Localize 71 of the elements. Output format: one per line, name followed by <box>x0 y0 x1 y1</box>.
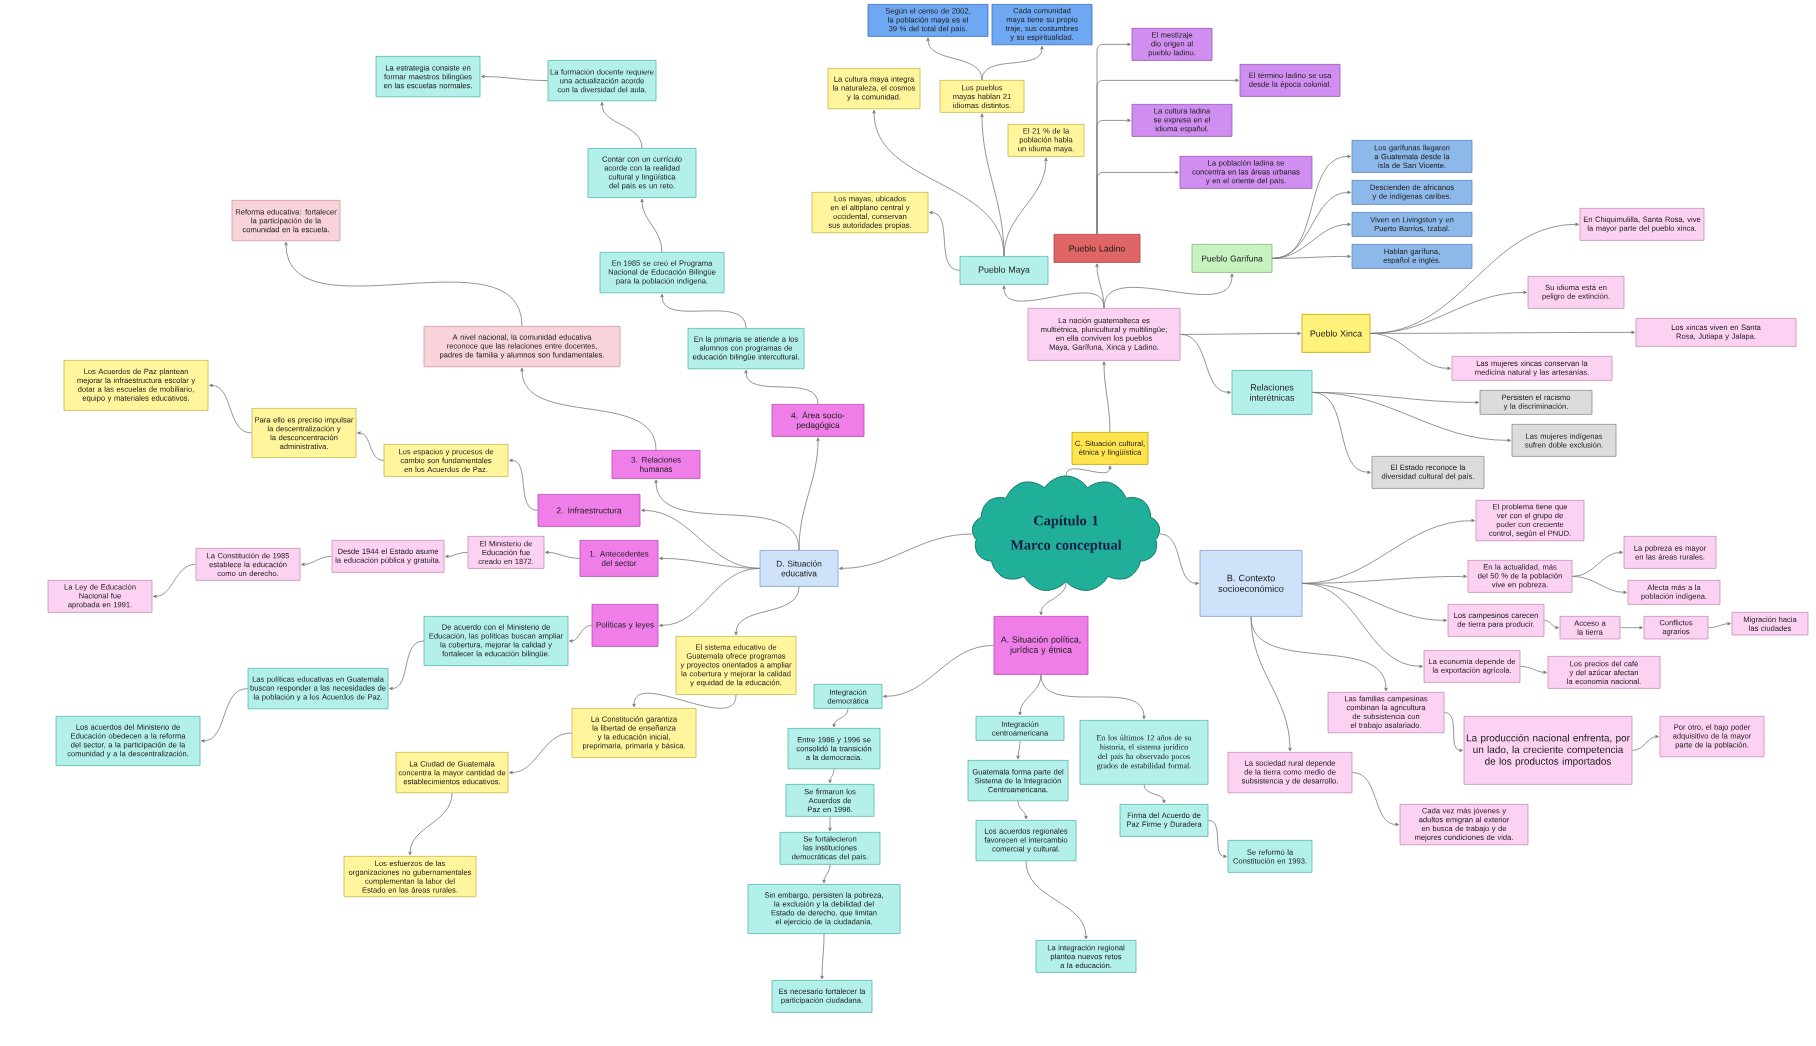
connector-arrow <box>509 732 572 775</box>
connector-arrow <box>1039 581 1067 616</box>
connector-arrow <box>1302 583 1423 669</box>
connector-arrow <box>822 864 831 884</box>
connector-arrow <box>284 241 523 327</box>
connector-arrow <box>1544 620 1559 630</box>
connector-arrow <box>980 113 1005 257</box>
connector-arrow <box>569 625 592 643</box>
connector-arrow <box>1208 819 1227 859</box>
connector-arrow <box>1272 190 1351 259</box>
connector-arrow <box>1272 222 1351 259</box>
connector-arrow <box>1370 290 1527 334</box>
connector-arrow <box>839 533 973 571</box>
connector-arrow <box>1620 626 1643 630</box>
connector-arrow <box>600 101 643 149</box>
connector-arrow <box>509 458 538 511</box>
connector-arrow <box>301 556 332 567</box>
connector-arrow <box>1180 331 1301 336</box>
connector-arrow <box>654 479 800 551</box>
connector-arrow <box>1302 518 1475 584</box>
connector-arrow <box>1017 800 1028 820</box>
connector-arrow <box>1572 576 1627 595</box>
connector-arrow <box>357 431 384 461</box>
connector-arrow <box>1095 263 1105 309</box>
connector-arrow <box>820 933 825 980</box>
connector-arrow <box>926 37 983 81</box>
connector-arrow <box>1002 285 1105 309</box>
connector-arrow <box>640 198 663 253</box>
connector-arrow <box>389 640 424 691</box>
connector-arrow <box>659 568 760 628</box>
connector-arrow <box>660 293 747 329</box>
connector-arrow <box>883 645 994 699</box>
connector-arrow <box>744 369 819 405</box>
connector-arrow <box>153 564 196 599</box>
connector-arrow <box>1272 254 1351 259</box>
connector-arrow <box>1159 533 1199 586</box>
connector-arrow <box>1065 465 1112 476</box>
connector-arrow <box>832 708 849 728</box>
connector-arrow <box>828 768 835 784</box>
connector-arrow <box>798 437 820 551</box>
connector-arrow <box>1180 334 1231 395</box>
connector-arrow <box>734 586 800 636</box>
connector-arrow <box>1444 712 1463 753</box>
connector-arrow <box>209 383 252 434</box>
connector-arrow <box>1632 734 1659 751</box>
connector-arrow <box>1352 772 1399 827</box>
connector-arrow <box>1143 784 1166 804</box>
connector-arrow <box>1018 674 1042 716</box>
connector-arrow <box>1520 666 1547 675</box>
connector-arrow <box>641 508 760 569</box>
connector-arrow <box>1025 860 1088 940</box>
connector-arrow <box>1370 333 1451 371</box>
connector-arrow <box>1708 622 1731 629</box>
connector-arrow <box>929 210 960 271</box>
connector-arrow <box>1096 170 1179 235</box>
connector-arrow <box>1102 361 1111 433</box>
connector-arrow <box>545 550 580 559</box>
connector-arrow <box>1040 674 1146 720</box>
connector-arrow <box>445 552 468 559</box>
connector-arrow <box>408 792 453 856</box>
connector-arrow <box>201 688 248 743</box>
connector-arrow <box>981 45 1044 81</box>
connector-arrow <box>1016 740 1021 760</box>
connector-arrow <box>1103 273 1234 309</box>
connector-arrow <box>828 816 832 832</box>
connector-arrow <box>1003 157 1048 257</box>
connector-arrow <box>520 367 657 451</box>
connector-arrow <box>481 74 548 81</box>
connector-arrow <box>1312 392 1371 475</box>
connector-arrow <box>1572 550 1623 577</box>
connector-arrow <box>1250 616 1292 752</box>
